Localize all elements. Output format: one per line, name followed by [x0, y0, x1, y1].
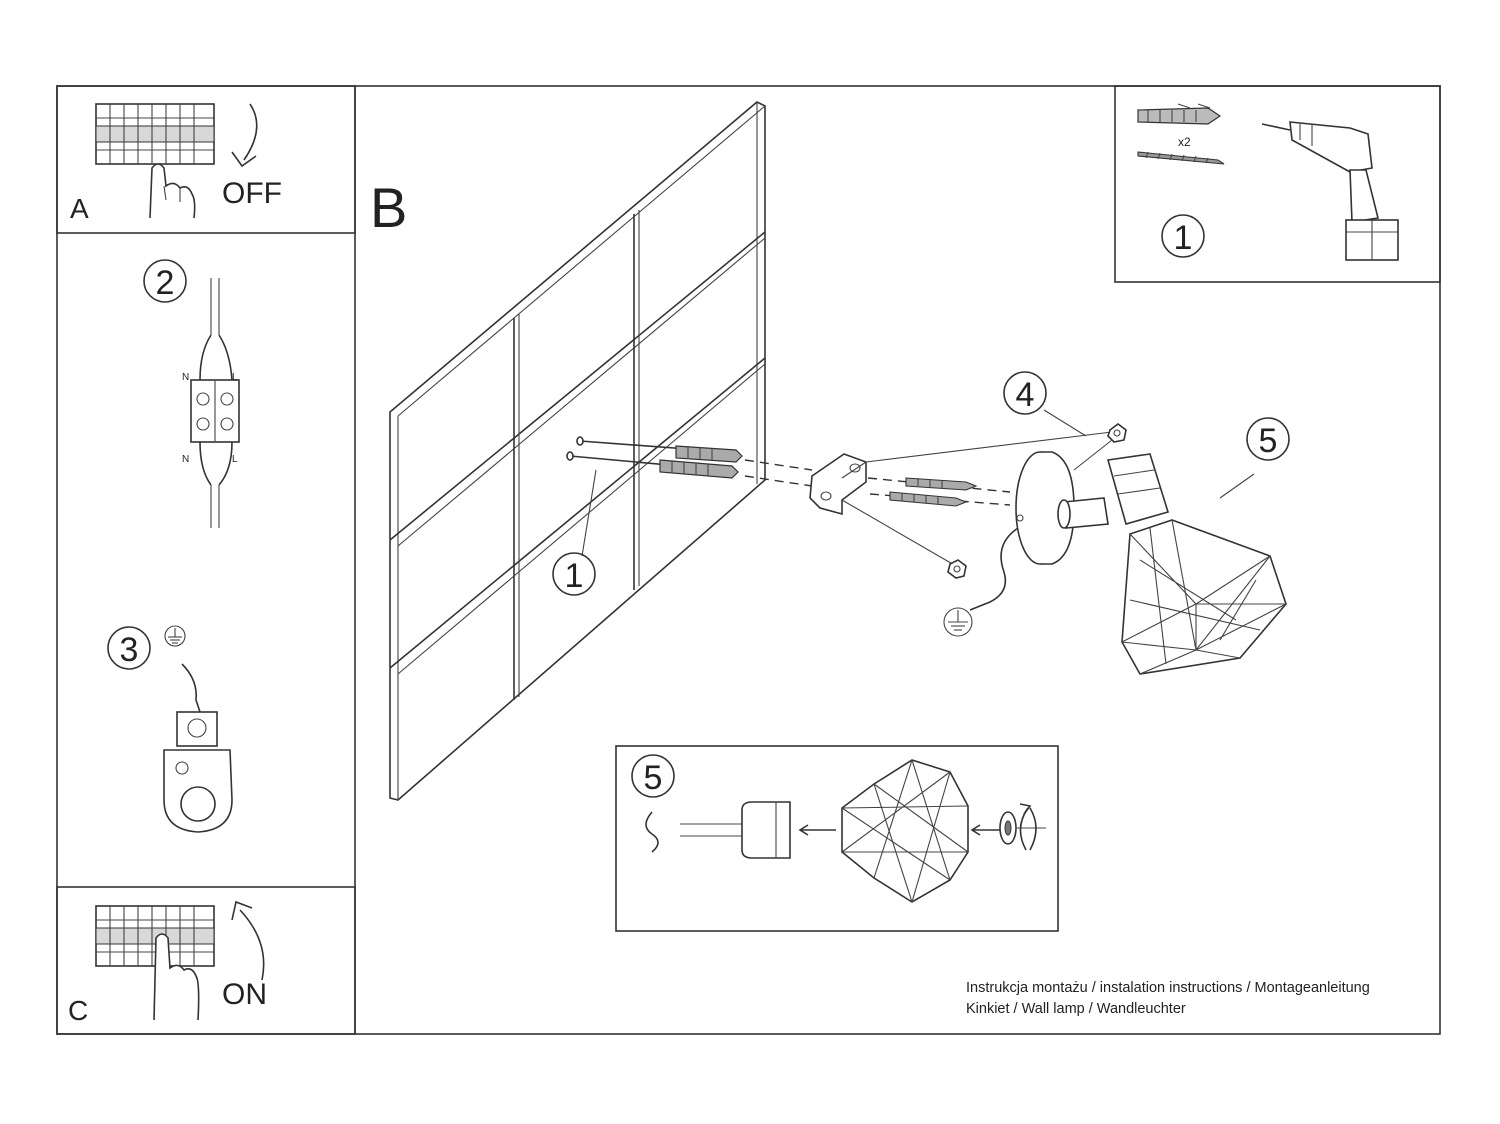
step-4-circle	[1003, 371, 1047, 415]
arrow-down-icon	[243, 103, 258, 161]
cage-shade-icon	[1121, 519, 1287, 675]
step-1-circle-wall	[552, 552, 596, 596]
mounting-bracket-icon	[809, 453, 867, 516]
bracket-guide-lines	[841, 431, 1113, 567]
bracket-screws	[889, 477, 978, 507]
arrow-up-icon	[239, 909, 265, 981]
step-1-circle-tools	[1161, 214, 1205, 258]
nut-icon	[947, 559, 967, 579]
arrow-up-head-icon	[231, 900, 253, 921]
earth-terminal-icon	[163, 711, 233, 833]
tools-box	[1114, 85, 1441, 283]
screw-icon	[1137, 151, 1225, 165]
breaker-panel-off-icon	[95, 103, 215, 219]
panel-c-letter: C	[68, 995, 88, 1026]
step-4-number: 4	[1016, 376, 1035, 414]
detail-arrow-2	[970, 824, 1000, 836]
footer-line-2: Kinkiet / Wall lamp / Wandleuchter	[966, 1001, 1186, 1017]
footer-line-1: Instrukcja montażu / instalation instruc…	[966, 980, 1370, 996]
wall-plug-icon	[1137, 103, 1222, 125]
step-1-leader	[581, 469, 597, 557]
step-1-number-wall: 1	[565, 557, 584, 595]
earth-wire	[181, 663, 201, 713]
step-1-number-tools: 1	[1174, 219, 1193, 257]
ground-symbol-icon	[164, 625, 186, 647]
shade-detail-box	[615, 745, 1059, 932]
ground-symbol-wall-icon	[943, 607, 973, 637]
detail-shade-icon	[841, 759, 969, 903]
arrow-down-head-icon	[231, 151, 257, 168]
lamp-socket-icon	[1106, 453, 1170, 525]
cable-wave	[645, 811, 659, 853]
step-2-circle	[143, 259, 187, 303]
rotate-arrow-head-icon	[1019, 803, 1032, 815]
outer-frame	[56, 85, 1441, 1035]
detail-socket-icon	[741, 801, 791, 859]
earth-lead	[969, 527, 1019, 611]
step-5-number: 5	[1259, 422, 1278, 460]
step-3-circle	[107, 626, 151, 670]
breaker-panel-on-icon	[95, 905, 215, 1021]
terminal-block-icon	[190, 278, 240, 528]
detail-cable	[680, 823, 742, 837]
panel-a-letter: A	[70, 193, 89, 224]
step-4-leader	[1043, 409, 1087, 437]
screw-guide	[1073, 439, 1113, 471]
panel-a-label: OFF	[222, 177, 282, 210]
terminal-n-top: N	[182, 372, 189, 383]
footer-caption: Instrukcja montażu / instalation instruc…	[966, 978, 1436, 1020]
terminal-l-bottom: L	[232, 454, 238, 465]
step-5-leader	[1219, 473, 1255, 499]
terminal-l-top: L	[232, 372, 238, 383]
step-2-number: 2	[156, 264, 175, 302]
detail-ring-icon	[999, 811, 1046, 845]
step-5-detail-circle	[631, 754, 675, 798]
terminal-n-bottom: N	[182, 454, 189, 465]
alignment-dashes	[744, 459, 1011, 506]
detail-arrow-1	[798, 824, 836, 836]
arm-knob	[1057, 499, 1071, 529]
plug-quantity: x2	[1178, 135, 1191, 149]
rotate-arrow-icon	[1019, 807, 1037, 851]
panel-b-letter: B	[370, 176, 407, 239]
wall-tiles	[389, 101, 766, 801]
step-5-detail-number: 5	[644, 759, 663, 797]
grub-screw-icon	[1107, 423, 1127, 443]
step-5-circle	[1246, 417, 1290, 461]
panel-c-label: ON	[222, 978, 267, 1011]
wall-anchor-set	[566, 436, 743, 479]
drill-icon	[1261, 121, 1399, 261]
canopy-icon	[1015, 451, 1075, 565]
step-3-number: 3	[120, 631, 139, 669]
